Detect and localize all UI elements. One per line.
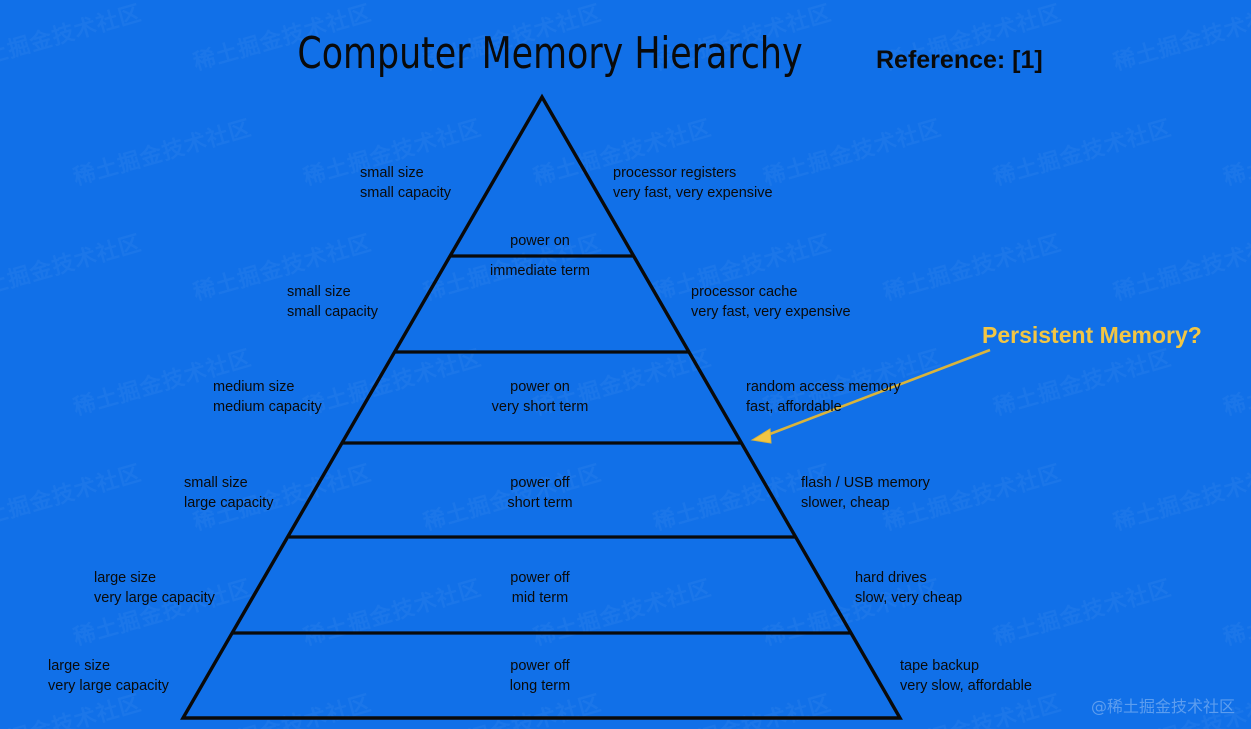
tier-hdd-right-line1: hard drives — [855, 570, 927, 586]
tier-flash-left-line1: small size — [184, 475, 248, 491]
tier-tape-right-label: tape backup very slow, affordable — [900, 656, 1032, 696]
tier-ram-center-line1: power on — [510, 379, 570, 395]
tier-ram-right-line2: fast, affordable — [746, 399, 842, 415]
site-watermark: @稀土掘金技术社区 — [1090, 697, 1235, 716]
tier-flash-left-line2: large capacity — [184, 495, 274, 511]
tier-hdd-right-line2: slow, very cheap — [855, 590, 963, 606]
tier-hdd-left-line1: large size — [94, 570, 157, 586]
tier-ram-left-label: medium size medium capacity — [213, 377, 322, 417]
tier-cache-center-line1: immediate term — [490, 263, 590, 279]
tier-ram-left-line1: medium size — [213, 379, 295, 395]
tier-ram-right-label: random access memory fast, affordable — [746, 377, 901, 417]
tier-flash-right-line2: slower, cheap — [801, 495, 890, 511]
tier-cache-left-label: small size small capacity — [287, 282, 378, 322]
tier-hdd-center-line1: power off — [510, 570, 570, 586]
tier-ram-right-line1: random access memory — [746, 379, 901, 395]
tier-tape-center-label: power off long term — [442, 656, 638, 696]
tier-tape-left-line1: large size — [48, 658, 111, 674]
tier-flash-center-label: power off short term — [442, 473, 638, 513]
header: Computer Memory Hierarchy Reference: [1] — [0, 14, 1251, 80]
tier-tape-left-label: large size very large capacity — [48, 656, 169, 696]
tier-hdd-center-label: power off mid term — [442, 568, 638, 608]
tier-tape-right-line2: very slow, affordable — [900, 678, 1032, 694]
tier-cache-center-label: immediate term — [442, 261, 638, 281]
tier-registers-left-line1: small size — [360, 165, 424, 181]
tier-tape-left-line2: very large capacity — [48, 678, 169, 694]
tier-registers-center-label: power on — [442, 231, 638, 251]
tier-hdd-right-label: hard drives slow, very cheap — [855, 568, 962, 608]
tier-registers-left-line2: small capacity — [360, 185, 452, 201]
tier-ram-left-line2: medium capacity — [213, 399, 322, 415]
tier-hdd-left-label: large size very large capacity — [94, 568, 215, 608]
tier-hdd-center-line2: mid term — [511, 590, 569, 606]
persistent-memory-annotation: Persistent Memory? — [982, 322, 1202, 348]
tier-registers-left-label: small size small capacity — [360, 163, 451, 203]
tier-registers-center-line1: power on — [510, 233, 570, 249]
tier-cache-left-line2: small capacity — [287, 304, 379, 320]
tier-cache-left-line1: small size — [287, 284, 351, 300]
tier-ram-center-label: power on very short term — [442, 377, 638, 417]
tier-registers-right-label: processor registers very fast, very expe… — [613, 163, 773, 203]
tier-tape-center-line2: long term — [509, 678, 571, 694]
tier-flash-center-line2: short term — [507, 495, 573, 511]
page-title: Computer Memory Hierarchy — [297, 28, 803, 79]
tier-tape-right-line1: tape backup — [900, 658, 980, 674]
persistent-memory-arrow — [750, 348, 991, 444]
tier-cache-right-line2: very fast, very expensive — [691, 304, 851, 320]
pyramid-outline — [180, 93, 903, 720]
tier-registers-right-line2: very fast, very expensive — [613, 185, 773, 201]
tier-cache-right-line1: processor cache — [691, 284, 798, 300]
tier-flash-center-line1: power off — [510, 475, 570, 491]
tier-tape-center-line1: power off — [510, 658, 570, 674]
reference-label: Reference: [1] — [876, 46, 1043, 74]
tier-flash-right-line1: flash / USB memory — [801, 475, 930, 491]
tier-cache-right-label: processor cache very fast, very expensiv… — [691, 282, 851, 322]
tier-flash-right-label: flash / USB memory slower, cheap — [801, 473, 930, 513]
tier-hdd-left-line2: very large capacity — [94, 590, 215, 606]
tier-ram-center-line2: very short term — [491, 399, 589, 415]
tier-flash-left-label: small size large capacity — [184, 473, 273, 513]
tier-registers-right-line1: processor registers — [613, 165, 737, 181]
